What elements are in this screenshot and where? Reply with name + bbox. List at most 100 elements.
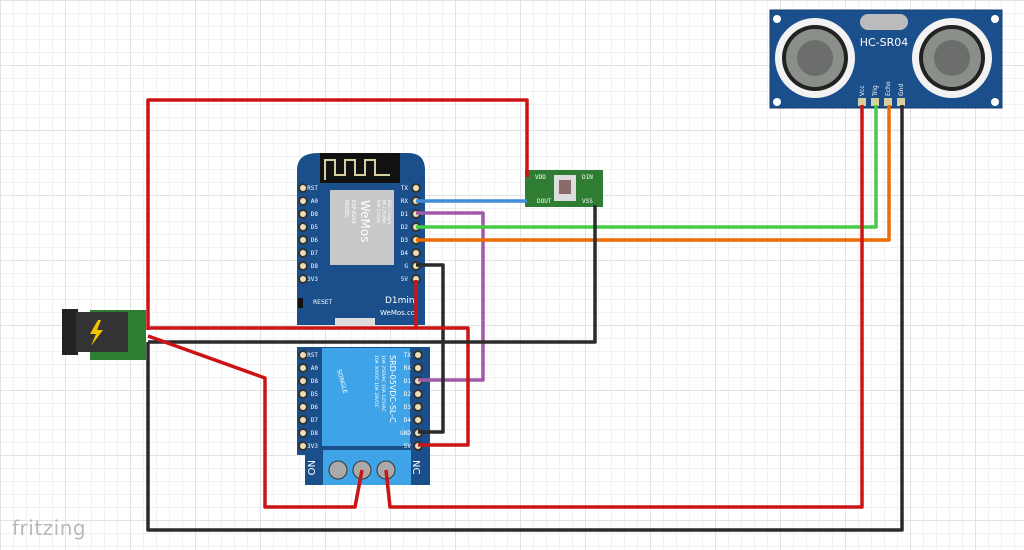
pin-label-d3: D3 [401,237,409,244]
fritzing-logo: fritzing [12,516,87,540]
pin-label-a0: A0 [311,198,319,205]
pin-label-d4: D4 [401,250,409,257]
pin-d7[interactable] [298,415,308,425]
chip-brand: WeMos [358,200,372,243]
label-nc: NC [410,460,421,474]
pin-d6[interactable] [298,235,308,245]
pin-label-tx: TX [404,352,412,359]
terminal-screw-no[interactable] [328,460,348,480]
pin-d7[interactable] [298,248,308,258]
wemos-d1-mini[interactable]: WeMos ESP-8266 MODEL ISM 2.4GHz PA +25dB… [297,153,425,325]
chip-spec-1: ISM 2.4GHz [376,200,381,223]
pin-d8[interactable] [298,376,308,386]
chip-spec-2: PA +25dBm [382,200,387,224]
pin-label-d6: D6 [311,404,319,411]
chip-model-label: MODEL [343,200,349,218]
pin-label-d7: D7 [311,250,319,257]
pin-label-d8: D8 [311,211,319,218]
pin-label-5v: 5V [401,276,409,283]
pin-a0[interactable] [298,363,308,373]
pin-d8[interactable] [298,261,308,271]
relay-shield[interactable]: SRD-05VDC-SL-C 10A 250VAC 10A 125VAC 10A… [297,347,430,485]
led-pin-vss: VSS [582,198,593,205]
wire-black-led-vss[interactable] [148,205,597,344]
pin-d3[interactable] [413,402,423,412]
pin-rst[interactable] [298,350,308,360]
wire-purple-d1[interactable] [416,211,485,382]
relay-rating-1: 10A 250VAC 10A 125VAC [380,355,386,412]
reset-label: RESET [313,299,333,306]
sonar-pin-trig: Trig [872,85,879,97]
pin-a0[interactable] [298,196,308,206]
board-brand: WeMos.cc [380,309,415,317]
wire-green-trig[interactable] [416,105,878,229]
pin-tx[interactable] [413,350,423,360]
ws2812-led-board[interactable]: VDD DIN DOUT VSS [525,170,603,207]
wire-red-relay-com[interactable] [147,334,364,509]
pin-label-d4: D4 [404,417,412,424]
pin-d5[interactable] [298,389,308,399]
led-pin-dout: DOUT [537,198,552,205]
relay-model: SRD-05VDC-SL-C [388,355,397,423]
pin-label-d1: D1 [404,378,412,385]
reset-button[interactable] [298,298,303,308]
wire-black-gnd-relay[interactable] [416,263,445,434]
wire-red-led-vdd[interactable] [146,98,529,330]
pin-label-d3: D3 [404,404,412,411]
relay-rating-2: 10A 30VDC 10A 28VDC [373,355,379,408]
chip-model: ESP-8266 [350,200,356,224]
pin-d5[interactable] [298,222,308,232]
pin-label-d8: D8 [311,263,319,270]
pin-d8[interactable] [298,209,308,219]
usb-port [335,318,375,325]
pin-3v3[interactable] [298,274,308,284]
sonar-pin-echo: Echo [885,81,892,96]
dc-power-jack[interactable] [62,309,146,360]
pin-label-gnd: GND [400,430,411,437]
led-pin-vdd: VDD [535,174,546,181]
pin-label-d2: D2 [401,224,409,231]
pin-label-d7: D7 [311,417,319,424]
hc-sr04-sensor[interactable]: HC-SR04 Vcc Trig Echo Gnd [769,9,1003,109]
pin-label-tx: TX [401,185,409,192]
pin-label-rst: RST [307,352,318,359]
pin-label-d8: D8 [311,378,319,385]
chip-spec-3: 802.11b/g/n [387,200,392,225]
pin-d8[interactable] [298,428,308,438]
wire-orange-echo[interactable] [416,105,891,242]
wire-black-sonar-gnd[interactable] [146,105,904,532]
pin-rx[interactable] [413,363,423,373]
pin-d2[interactable] [413,389,423,399]
pin-label-3v3: 3V3 [307,443,318,450]
pin-d6[interactable] [298,402,308,412]
pin-label-rx: RX [404,365,412,372]
pin-d4[interactable] [411,248,421,258]
pin-label-rx: RX [401,198,409,205]
pin-label-rst: RST [307,185,318,192]
pin-rst[interactable] [298,183,308,193]
pin-label-5v: 5V [404,443,412,450]
pin-label-d8: D8 [311,430,319,437]
sonar-title: HC-SR04 [860,36,909,49]
wires [146,98,904,532]
pin-tx[interactable] [411,183,421,193]
led-pin-din: DIN [582,174,593,181]
pin-label-d5: D5 [311,391,319,398]
pin-label-d5: D5 [311,224,319,231]
lightning-icon [90,320,103,346]
pin-label-3v3: 3V3 [307,276,318,283]
label-no: NO [305,460,316,475]
pin-label-d2: D2 [404,391,412,398]
pin-d4[interactable] [413,415,423,425]
pin-label-d6: D6 [311,237,319,244]
transducer-right [912,18,992,98]
transducer-left [775,18,855,98]
wire-red-relay-5v[interactable] [148,326,470,447]
sonar-pin-vcc: Vcc [859,85,866,96]
board-name: D1mini [385,296,417,306]
pin-label-a0: A0 [311,365,319,372]
wire-red-sonar-vcc[interactable] [384,105,864,509]
pin-label-g: G [404,263,408,270]
pin-3v3[interactable] [298,441,308,451]
